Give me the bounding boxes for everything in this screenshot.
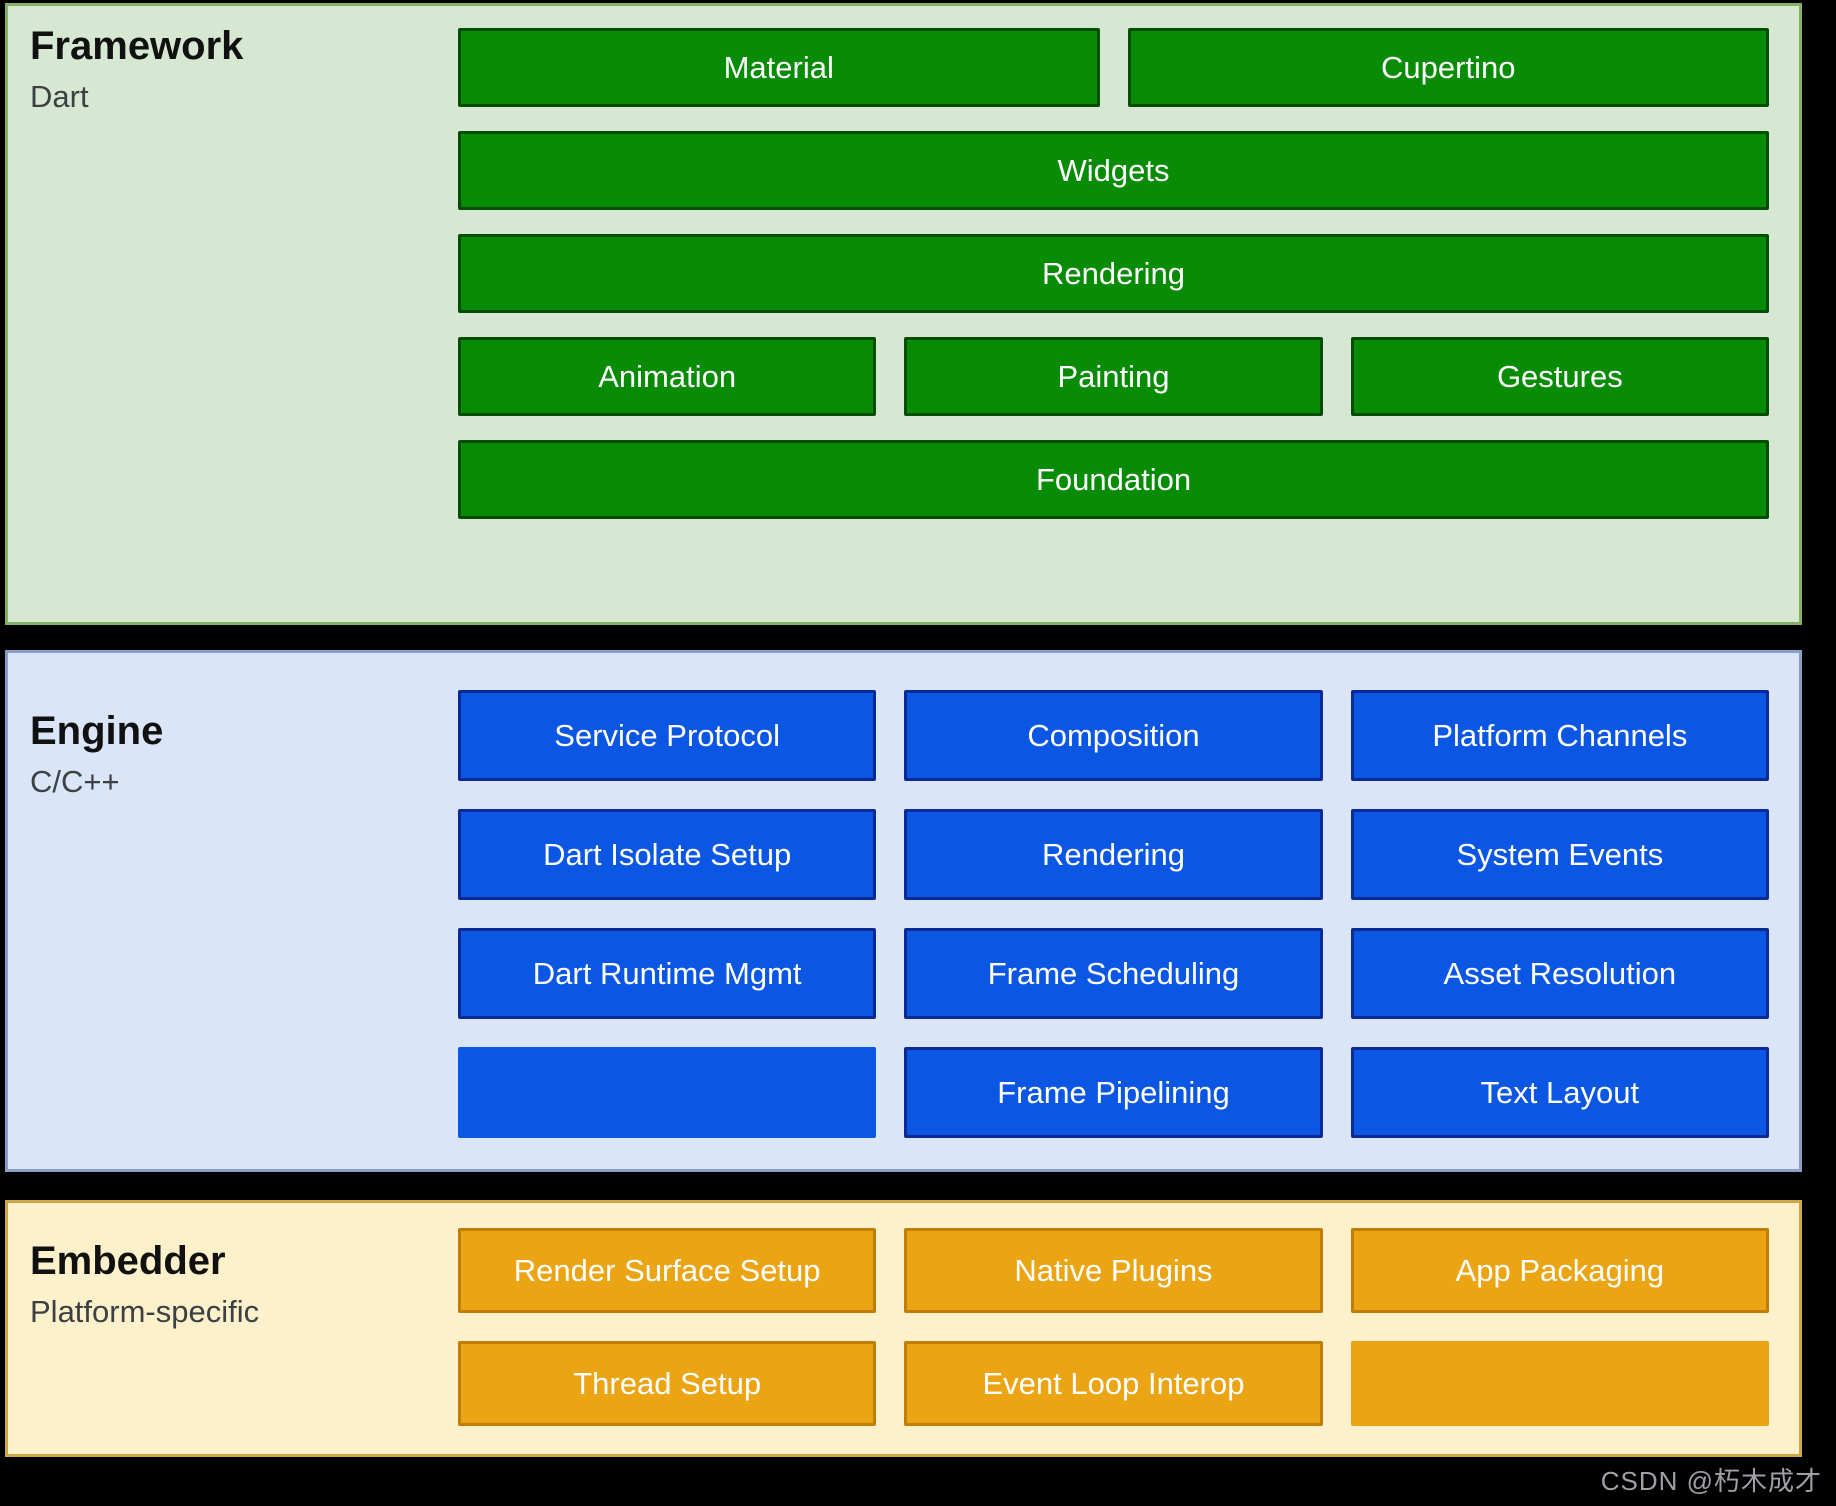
block-thread-setup: Thread Setup <box>458 1341 877 1426</box>
block-foundation: Foundation <box>458 440 1769 519</box>
block-painting: Painting <box>904 337 1323 416</box>
engine-blocks: Service Protocol Composition Platform Ch… <box>458 653 1799 1169</box>
block-composition: Composition <box>904 690 1323 781</box>
framework-blocks: Material Cupertino Widgets Rendering Ani… <box>458 6 1799 622</box>
embedder-subtitle: Platform-specific <box>30 1294 260 1329</box>
engine-title: Engine <box>30 709 164 753</box>
block-event-loop-interop: Event Loop Interop <box>904 1341 1323 1426</box>
block-material: Material <box>458 28 1100 107</box>
block-native-plugins: Native Plugins <box>904 1228 1323 1313</box>
block-dart-isolate-setup: Dart Isolate Setup <box>458 809 877 900</box>
framework-label: Framework Dart <box>8 6 458 622</box>
block-app-packaging: App Packaging <box>1350 1228 1769 1313</box>
block-cupertino: Cupertino <box>1127 28 1769 107</box>
framework-section: Framework Dart Material Cupertino Widget… <box>5 3 1802 625</box>
block-render-surface-setup: Render Surface Setup <box>458 1228 877 1313</box>
block-system-events: System Events <box>1350 809 1769 900</box>
framework-subtitle: Dart <box>30 79 89 114</box>
block-widgets: Widgets <box>458 131 1769 210</box>
block-asset-resolution: Asset Resolution <box>1350 928 1769 1019</box>
block-animation: Animation <box>458 337 877 416</box>
block-rendering-engine: Rendering <box>904 809 1323 900</box>
block-platform-channels: Platform Channels <box>1350 690 1769 781</box>
csdn-watermark: CSDN @朽木成才 <box>1600 1466 1822 1496</box>
block-rendering-framework: Rendering <box>458 234 1769 313</box>
engine-grid-spacer <box>458 1047 877 1138</box>
architecture-diagram: Framework Dart Material Cupertino Widget… <box>5 3 1802 1457</box>
block-service-protocol: Service Protocol <box>458 690 877 781</box>
block-frame-scheduling: Frame Scheduling <box>904 928 1323 1019</box>
embedder-blocks: Render Surface Setup Native Plugins App … <box>458 1203 1799 1454</box>
engine-subtitle: C/C++ <box>30 764 120 799</box>
engine-label: Engine C/C++ <box>8 653 458 1169</box>
framework-title: Framework <box>30 24 244 68</box>
block-gestures: Gestures <box>1350 337 1769 416</box>
embedder-title: Embedder <box>30 1239 226 1283</box>
embedder-grid-spacer <box>1350 1341 1769 1426</box>
engine-section: Engine C/C++ Service Protocol Compositio… <box>5 650 1802 1172</box>
block-text-layout: Text Layout <box>1350 1047 1769 1138</box>
block-frame-pipelining: Frame Pipelining <box>904 1047 1323 1138</box>
embedder-section: Embedder Platform-specific Render Surfac… <box>5 1200 1802 1457</box>
block-dart-runtime-mgmt: Dart Runtime Mgmt <box>458 928 877 1019</box>
embedder-label: Embedder Platform-specific <box>8 1203 458 1454</box>
